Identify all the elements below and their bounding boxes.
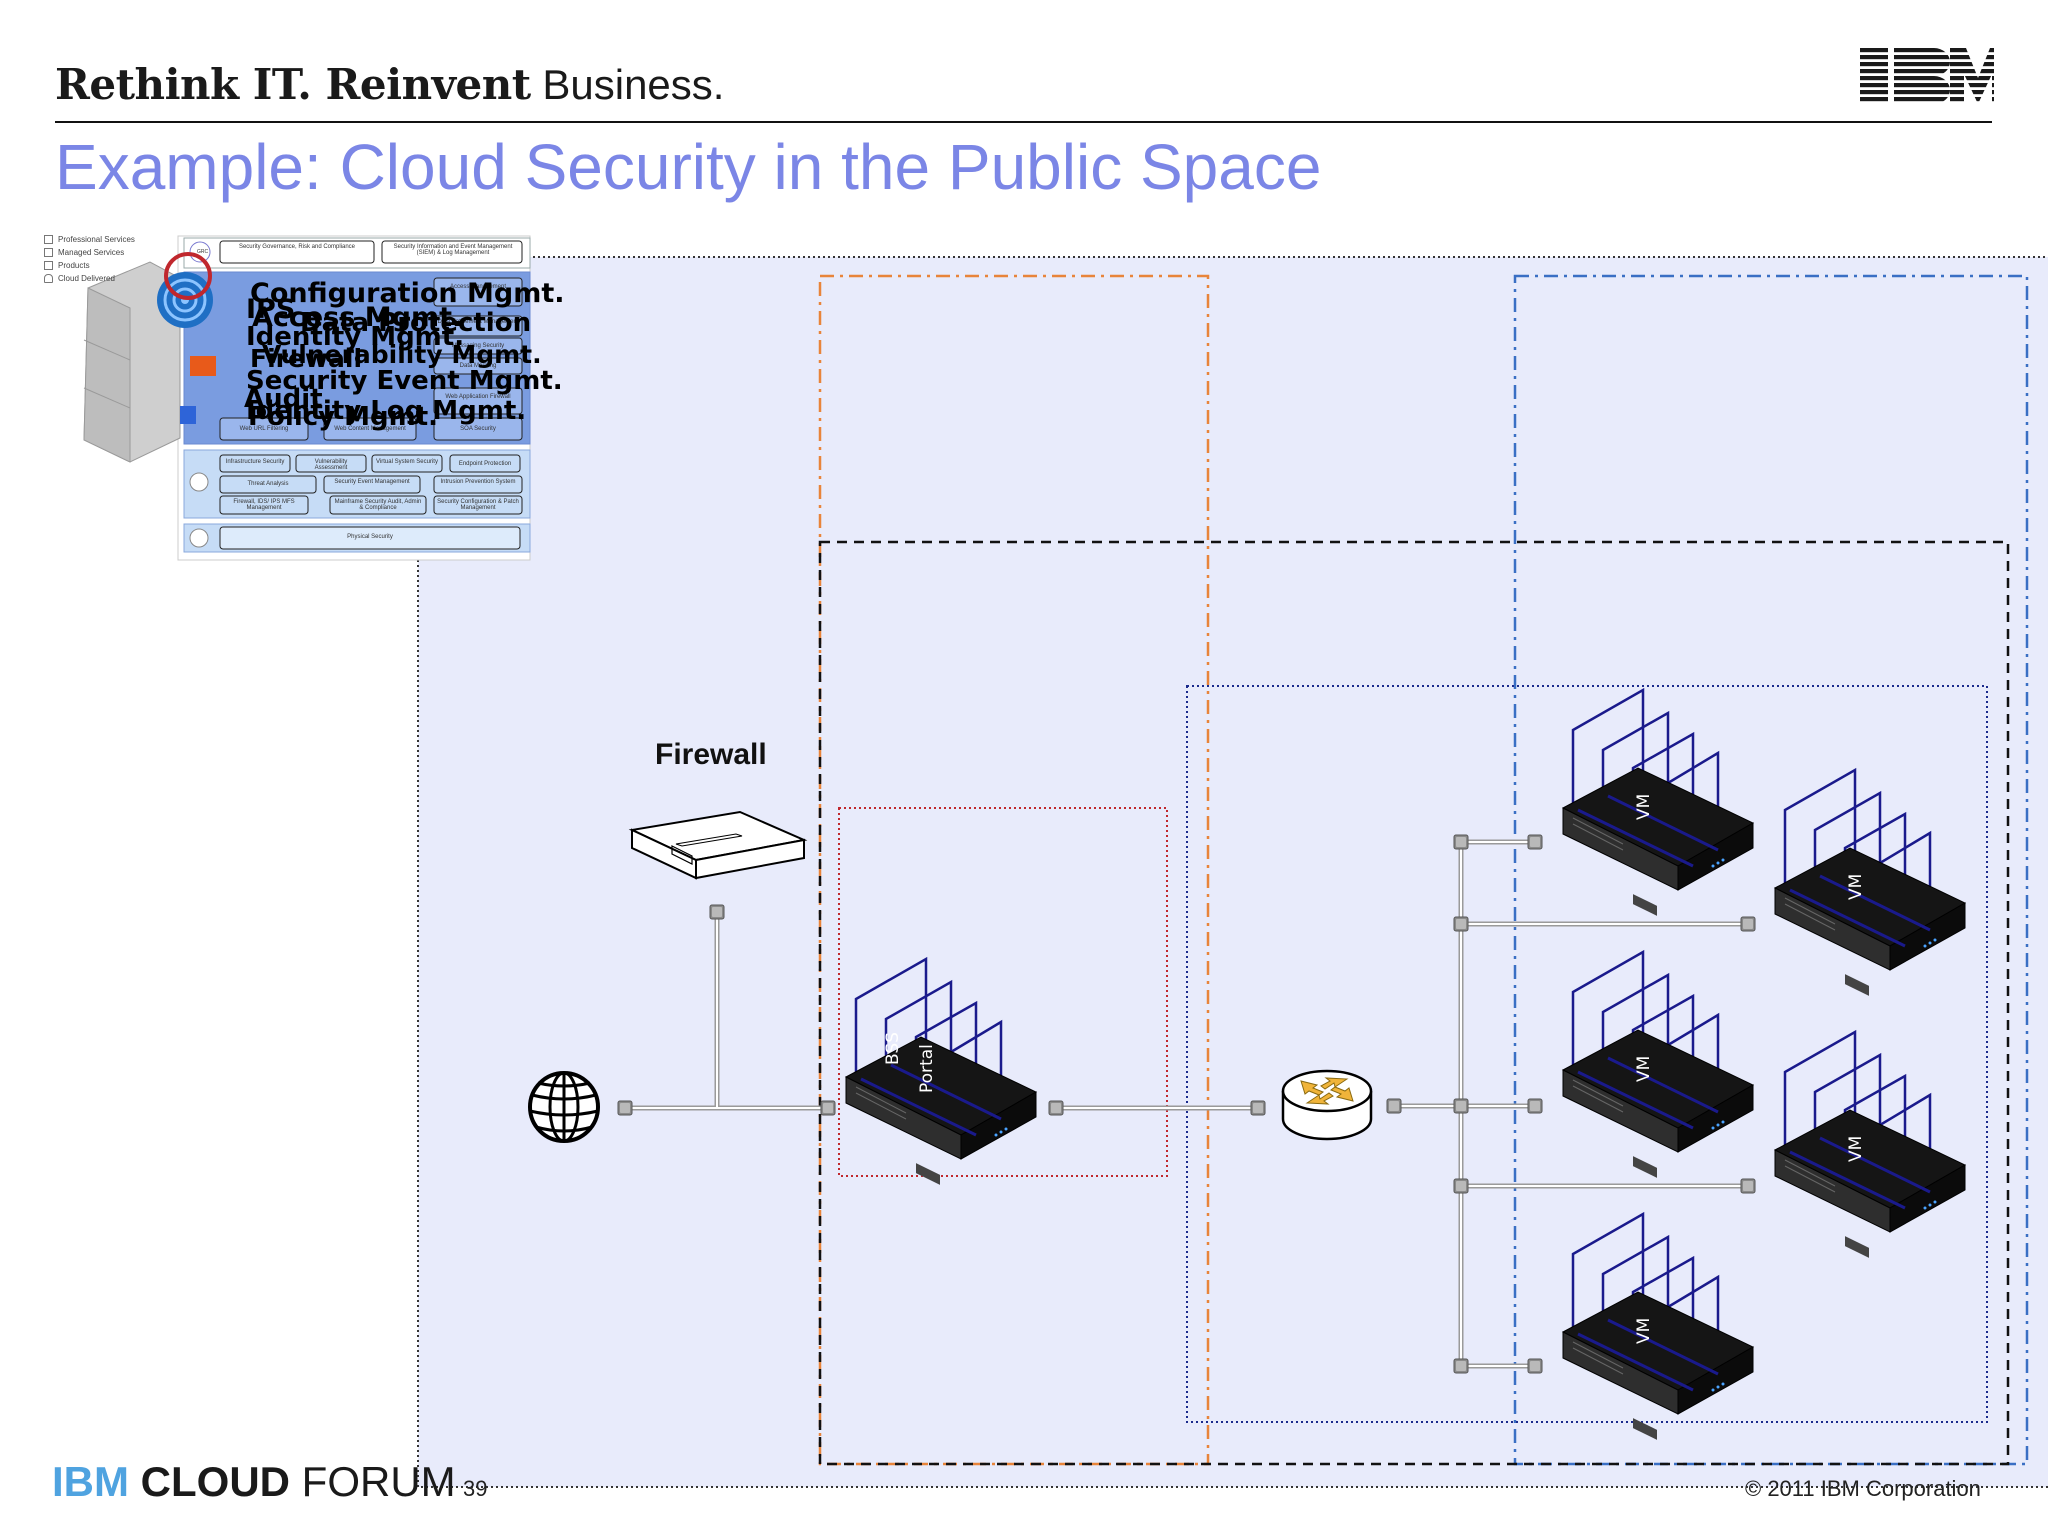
vm-zone [1186, 685, 1988, 1423]
globe-icon [528, 1071, 600, 1143]
footer-brand-ibm: IBM [52, 1458, 129, 1505]
ibm-logo [1860, 48, 1994, 104]
slide-title: Example: Cloud Security in the Public Sp… [55, 131, 1322, 203]
fw-siem: Security Information and Event Managemen… [393, 244, 513, 256]
header-tagline: Rethink IT. Reinvent Business. [55, 60, 724, 109]
copyright: © 2011 IBM Corporation [1745, 1476, 1981, 1501]
fw-sem: Security Event Management [334, 479, 410, 485]
fw-governance: Security Governance, Risk and Compliance [238, 244, 356, 250]
fw-physical: Physical Security [347, 534, 393, 540]
page-number: 39 [463, 1476, 488, 1501]
overlay-identity-mgmt: Identity Mgmt. [246, 322, 465, 352]
grc-badge: GRC [197, 249, 209, 255]
portal-zone [838, 807, 1168, 1177]
overlay-data-protection: Data Protection [300, 308, 532, 338]
fw-web-url: Web URL Filtering [239, 426, 289, 432]
tagline-bold: Rethink IT. Reinvent [55, 60, 531, 109]
fw-data-masking: Data Masking [459, 363, 497, 369]
vm-server-icon: VM [1773, 768, 1967, 998]
fw-config-patch: Security Configuration & Patch Managemen… [437, 499, 519, 511]
vm-server-icon: VM [1561, 688, 1755, 918]
firewall-appliance-icon [628, 810, 808, 880]
fw-firewall-mgmt: Firewall, IDS/ IPS MFS Management [233, 499, 295, 511]
firewall-label: Firewall [655, 738, 767, 771]
tagline-regular: Business. [542, 61, 725, 108]
fw-mainframe: Mainframe Security Audit, Admin & Compli… [334, 499, 422, 511]
security-framework-thumbnail [177, 235, 531, 561]
security-stack-graphic [83, 252, 216, 463]
overlay-config-mgmt: Configuration Mgmt. [250, 278, 565, 309]
overlay-audit: Audit [244, 384, 323, 414]
public-cloud-zone [417, 256, 2048, 1488]
legend-item: Professional Services [44, 233, 135, 246]
overlay-firewall: Firewall [250, 344, 363, 373]
fw-messaging: Messaging Security [451, 343, 505, 349]
vm-label: VM [1634, 1056, 1654, 1082]
portal-server-icon: BSS Portal [844, 957, 1038, 1187]
vm-label: VM [1634, 794, 1654, 820]
vm-server-icon: VM [1773, 1030, 1967, 1260]
overlay-access-mgmt: Access Mgmt. [252, 302, 463, 333]
legend-item: Cloud Delivered [44, 272, 135, 285]
fw-data-entitlement: Data Entitlement Management [437, 319, 519, 325]
footer-brand-cloud: CLOUD [140, 1458, 290, 1505]
inner-zone [818, 540, 2010, 1466]
overlay-identity-log: Identity Log Mgmt. [246, 396, 527, 426]
overlay-security-event: Security Event Mgmt. [246, 366, 563, 396]
fw-access: Access Management [449, 284, 507, 290]
legend-item: Products [44, 259, 135, 272]
fw-virtual: Virtual System Security [376, 459, 438, 465]
overlay-policy-mgmt: Policy Mgmt. [248, 402, 439, 432]
overlay-vulnerability: Vulnerability Mgmt. [262, 340, 542, 369]
legend-item: Managed Services [44, 246, 135, 259]
overlay-ips: IPS [246, 294, 296, 325]
vm-server-icon: VM [1561, 950, 1755, 1180]
vm-label: VM [1634, 1318, 1654, 1344]
bss-label: BSS [883, 1032, 903, 1065]
fw-threat: Threat Analysis [247, 481, 289, 487]
fw-endpoint: Endpoint Protection [458, 461, 512, 467]
vm-label: VM [1846, 1136, 1866, 1162]
router-icon [1281, 1069, 1373, 1141]
fw-web-content: Web Content Management [334, 426, 406, 432]
header-rule [55, 121, 1992, 123]
vm-label: VM [1846, 874, 1866, 900]
fw-vuln: Vulnerability Assessment [314, 459, 348, 471]
vm-server-icon: VM [1561, 1212, 1755, 1442]
service-legend: Professional Services Managed Services P… [44, 233, 135, 285]
footer-brand: IBM CLOUD FORUM [52, 1458, 456, 1506]
footer-brand-forum: FORUM [301, 1458, 456, 1505]
fw-soa: SOA Security [460, 426, 496, 432]
portal-label: Portal [917, 1044, 937, 1093]
fw-infra: Infrastructure Security [225, 459, 285, 465]
fw-ips: Intrusion Prevention System [440, 479, 516, 485]
fw-waf: Web Application Firewall [445, 394, 511, 400]
